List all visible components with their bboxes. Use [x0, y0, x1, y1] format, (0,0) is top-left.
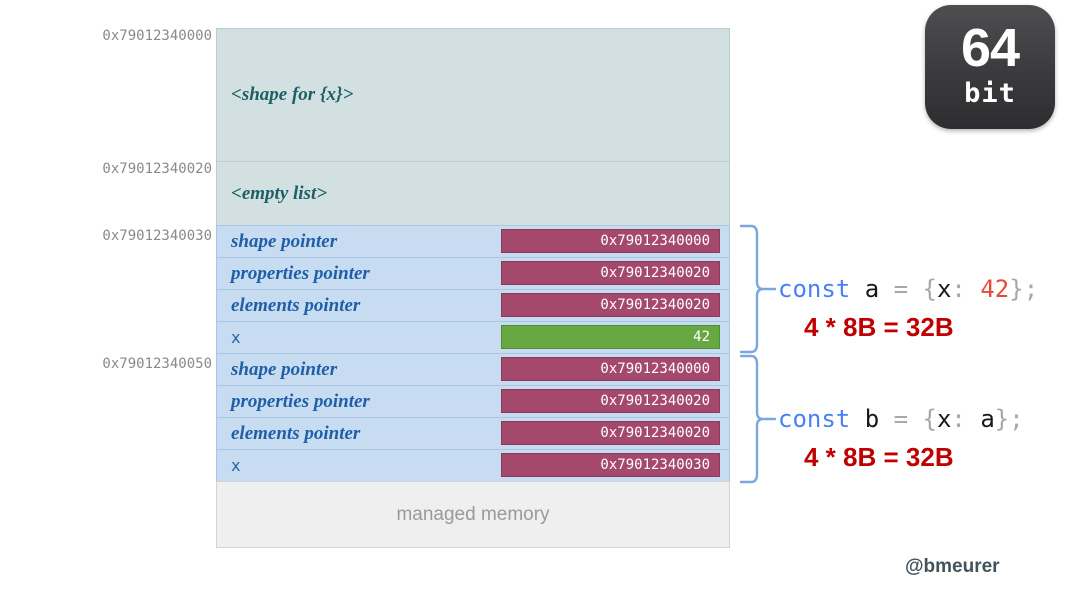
- memory-row-label: shape pointer: [231, 230, 338, 252]
- code-token-brace-close: }: [994, 405, 1010, 433]
- size-calculation-b: 4 * 8B = 32B: [804, 442, 954, 472]
- pointer-value-badge: 0x79012340020: [501, 261, 720, 285]
- code-token-keyword: const: [778, 405, 851, 433]
- annotation-const-b: const b = {x: a}; 4 * 8B = 32B: [778, 404, 1024, 473]
- code-token-identifier: a: [864, 275, 880, 303]
- memory-block-label: <shape for {x}>: [231, 84, 354, 105]
- code-token-key: x: [936, 405, 952, 433]
- badge-unit: bit: [964, 78, 1016, 109]
- code-token-brace-open: {: [922, 275, 937, 303]
- memory-row-label: properties pointer: [231, 390, 370, 412]
- pointer-value-badge: 0x79012340030: [501, 453, 720, 477]
- memory-block-shape: <shape for {x}>: [216, 28, 730, 161]
- architecture-badge: 64 bit: [925, 5, 1055, 129]
- managed-memory-label: managed memory: [396, 503, 550, 525]
- memory-row: shape pointer 0x79012340000: [216, 353, 730, 385]
- brace-layer: [739, 224, 777, 484]
- memory-row-label: elements pointer: [231, 422, 361, 444]
- memory-row-label: elements pointer: [231, 294, 361, 316]
- pointer-value-badge: 0x79012340020: [501, 421, 720, 445]
- annotation-const-a: const a = {x: 42}; 4 * 8B = 32B: [778, 274, 1038, 343]
- address-label: 0x79012340030: [102, 228, 212, 244]
- memory-row: properties pointer 0x79012340020: [216, 385, 730, 417]
- memory-row: x 42: [216, 321, 730, 353]
- code-token-operator: =: [893, 275, 909, 303]
- memory-row: properties pointer 0x79012340020: [216, 257, 730, 289]
- pointer-value-badge: 0x79012340000: [501, 357, 720, 381]
- code-token-colon: :: [951, 405, 966, 433]
- memory-row: shape pointer 0x79012340000: [216, 225, 730, 257]
- address-label: 0x79012340050: [102, 356, 212, 372]
- code-snippet-b: const b = {x: a};: [778, 404, 1024, 434]
- pointer-value-badge: 0x79012340020: [501, 293, 720, 317]
- memory-block-empty-list: <empty list>: [216, 161, 730, 225]
- memory-row-label: shape pointer: [231, 358, 338, 380]
- pointer-value-badge: 0x79012340020: [501, 389, 720, 413]
- memory-row-label: properties pointer: [231, 262, 370, 284]
- address-label: 0x79012340000: [102, 28, 212, 44]
- managed-memory-footer: managed memory: [216, 481, 730, 548]
- memory-diagram: <shape for {x}> <empty list> shape point…: [216, 28, 730, 548]
- memory-row-label: x: [231, 328, 241, 347]
- code-snippet-a: const a = {x: 42};: [778, 274, 1038, 304]
- code-token-brace-close: }: [1009, 275, 1024, 303]
- memory-row: elements pointer 0x79012340020: [216, 289, 730, 321]
- memory-row: x 0x79012340030: [216, 449, 730, 481]
- memory-row-label: x: [231, 456, 241, 475]
- code-token-semicolon: ;: [1023, 275, 1039, 303]
- pointer-value-badge: 0x79012340000: [501, 229, 720, 253]
- code-token-semicolon: ;: [1009, 405, 1024, 433]
- brace-const-a: [739, 224, 777, 354]
- code-token-key: x: [936, 275, 952, 303]
- code-token-value-identifier: a: [980, 405, 995, 433]
- badge-number: 64: [960, 18, 1020, 78]
- code-token-number: 42: [980, 275, 1010, 303]
- memory-row: elements pointer 0x79012340020: [216, 417, 730, 449]
- size-calculation-a: 4 * 8B = 32B: [804, 312, 954, 342]
- code-token-keyword: const: [778, 275, 851, 303]
- memory-block-label: <empty list>: [231, 182, 328, 204]
- address-label: 0x79012340020: [102, 161, 212, 177]
- code-token-operator: =: [893, 405, 909, 433]
- author-handle: @bmeurer: [905, 556, 1000, 577]
- number-value-badge: 42: [501, 325, 720, 349]
- code-token-brace-open: {: [922, 405, 937, 433]
- brace-const-b: [739, 354, 777, 484]
- code-token-identifier: b: [864, 405, 880, 433]
- code-token-colon: :: [951, 275, 966, 303]
